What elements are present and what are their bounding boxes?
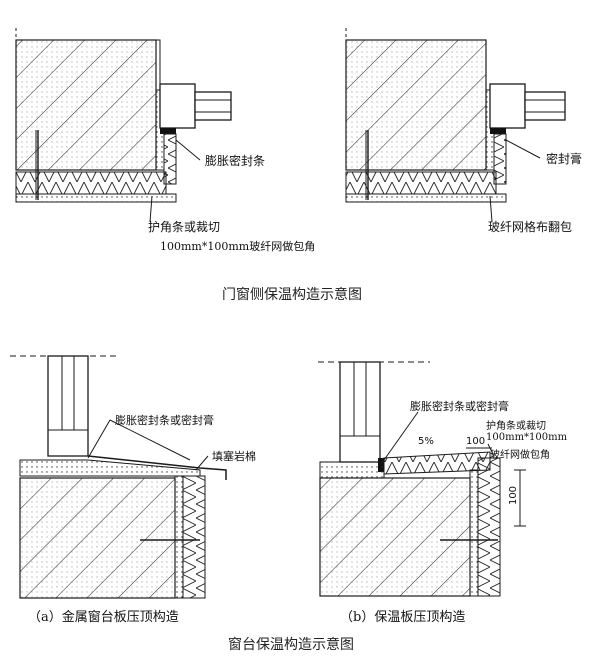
label-mesh-wrap: 玻纤网格布翻包 (488, 220, 573, 234)
label-b-corner-1: 护角条或裁切 (486, 421, 546, 432)
label-mesh-corner: 100mm*100mm玻纤网做包角 (160, 240, 316, 253)
label-b-corner-3: 玻纤网做包角 (490, 450, 550, 461)
subcaption-b: （b）保温板压顶构造 (340, 610, 466, 625)
detail-sill-b (318, 361, 526, 597)
dim-top: 100 (466, 436, 486, 447)
label-b-seal: 膨胀密封条或密封膏 (410, 400, 509, 413)
label-sealant-paste: 密封膏 (546, 152, 583, 166)
caption-sill: 窗台保温构造示意图 (228, 637, 354, 653)
label-corner-guard: 护角条或裁切 (148, 220, 221, 234)
label-sealant-strip: 膨胀密封条 (205, 154, 266, 168)
dim-side: 100 (508, 485, 520, 506)
detail-door-right (345, 28, 566, 223)
detail-door-left (15, 28, 232, 223)
detail-sill-a (10, 355, 227, 599)
label-rockwool: 填塞岩棉 (212, 450, 256, 463)
label-a-seal: 膨胀密封条或密封膏 (115, 414, 214, 427)
label-b-corner-2: 100mm*100mm (486, 432, 568, 443)
caption-door-window: 门窗侧保温构造示意图 (222, 287, 362, 303)
slope-label: 5% (418, 436, 434, 447)
subcaption-a: （a）金属窗台板压顶构造 (28, 610, 179, 625)
